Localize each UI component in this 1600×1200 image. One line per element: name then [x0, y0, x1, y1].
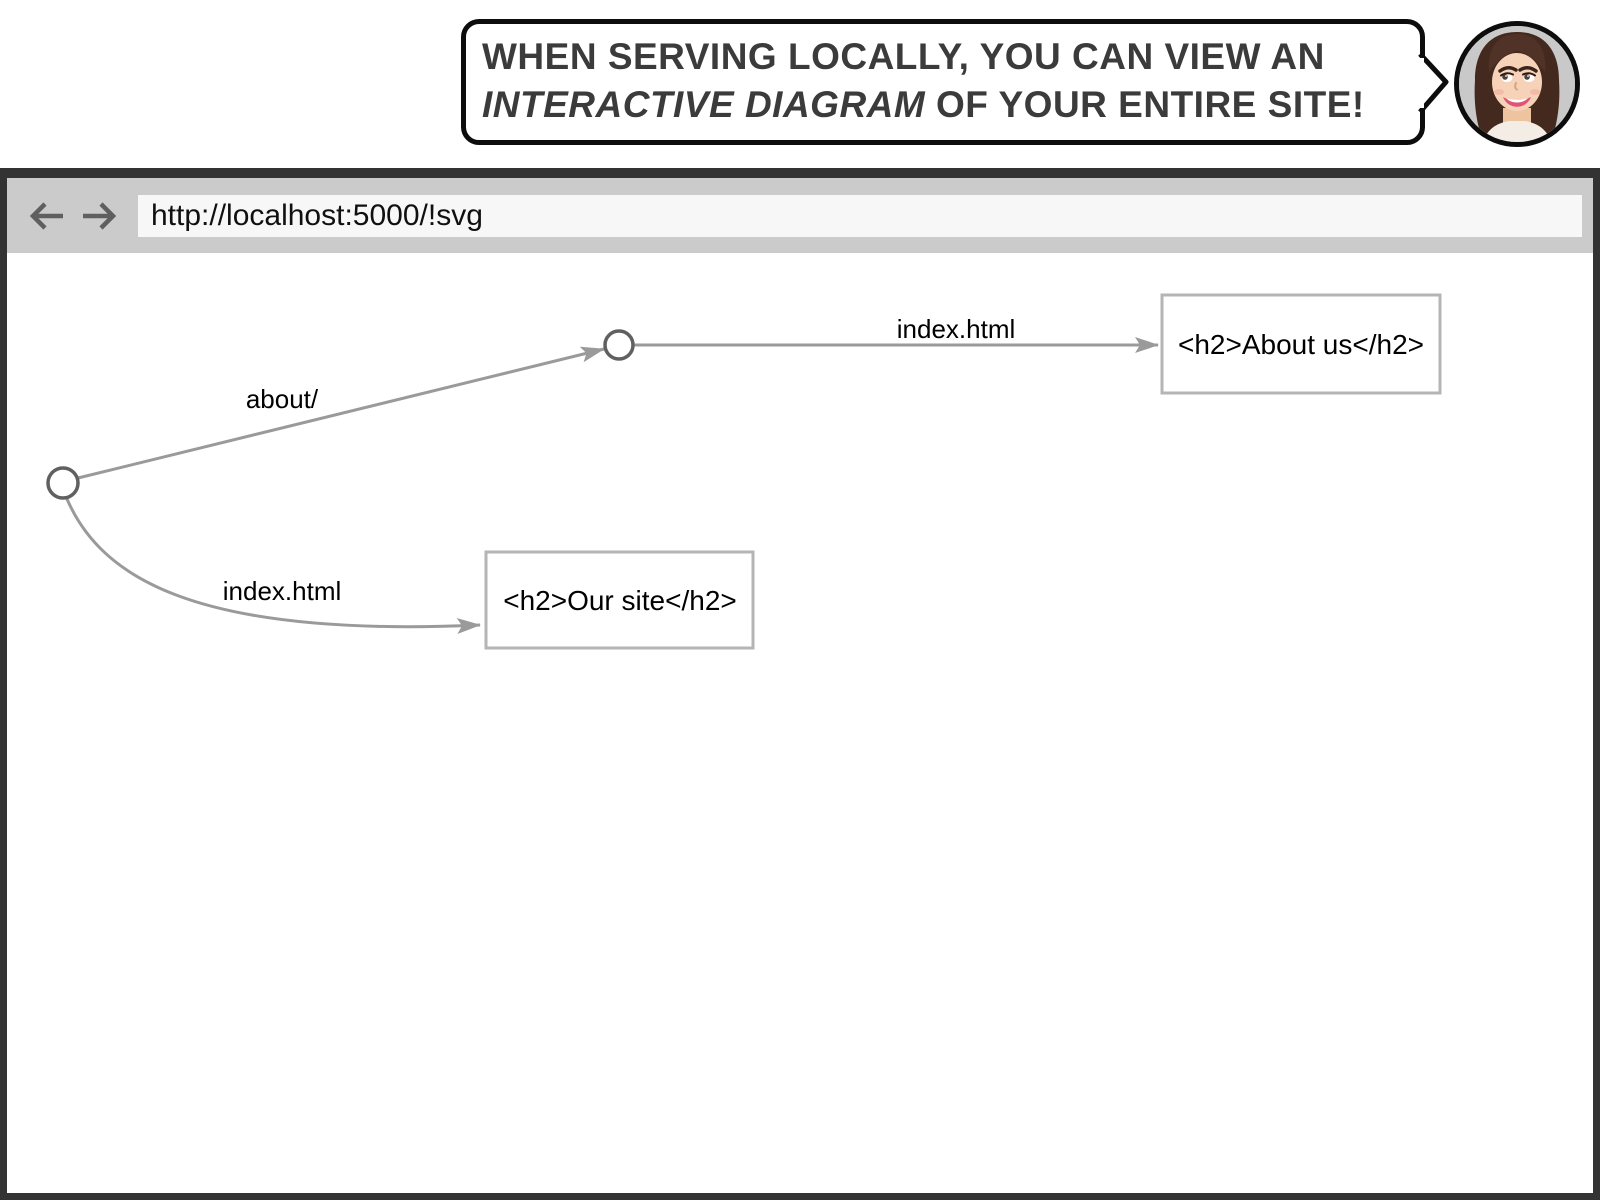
bubble-line-2: INTERACTIVE DIAGRAM OF YOUR ENTIRE SITE!: [482, 81, 1406, 129]
bubble-emphasis: INTERACTIVE DIAGRAM: [482, 84, 926, 125]
back-button[interactable]: [28, 199, 66, 233]
back-arrow-icon: [29, 201, 63, 230]
page-box-about-us-text: <h2>About us</h2>: [1178, 329, 1424, 360]
bubble-line-2-rest: OF YOUR ENTIRE SITE!: [936, 84, 1365, 125]
edge-about: [77, 346, 605, 480]
url-input[interactable]: http://localhost:5000/!svg: [138, 194, 1582, 237]
avatar-woman-illustration: [1459, 26, 1575, 142]
forward-button[interactable]: [80, 199, 118, 233]
root-node[interactable]: [46, 466, 80, 500]
about-node[interactable]: [603, 329, 635, 361]
page-box-our-site[interactable]: <h2>Our site</h2>: [484, 550, 755, 650]
edge-label-about: about/: [246, 384, 319, 414]
forward-arrow-icon: [83, 201, 117, 230]
speech-bubble-tail-icon: [1417, 52, 1449, 114]
edge-root-index: [65, 498, 481, 635]
edge-label-index-bottom: index.html: [223, 576, 342, 606]
browser-toolbar: http://localhost:5000/!svg: [7, 178, 1593, 253]
page-box-about-us[interactable]: <h2>About us</h2>: [1160, 293, 1442, 395]
site-diagram: about/ index.html index.html <h2>About u…: [46, 293, 1442, 650]
avatar: [1454, 21, 1580, 147]
speech-bubble: WHEN SERVING LOCALLY, YOU CAN VIEW AN IN…: [461, 19, 1425, 145]
edge-label-index-top: index.html: [897, 314, 1016, 344]
browser-content: about/ index.html index.html <h2>About u…: [7, 253, 1593, 1193]
bubble-line-1: WHEN SERVING LOCALLY, YOU CAN VIEW AN: [482, 36, 1325, 77]
browser-window: http://localhost:5000/!svg about/ index.…: [0, 168, 1600, 1200]
page-box-our-site-text: <h2>Our site</h2>: [503, 585, 737, 616]
